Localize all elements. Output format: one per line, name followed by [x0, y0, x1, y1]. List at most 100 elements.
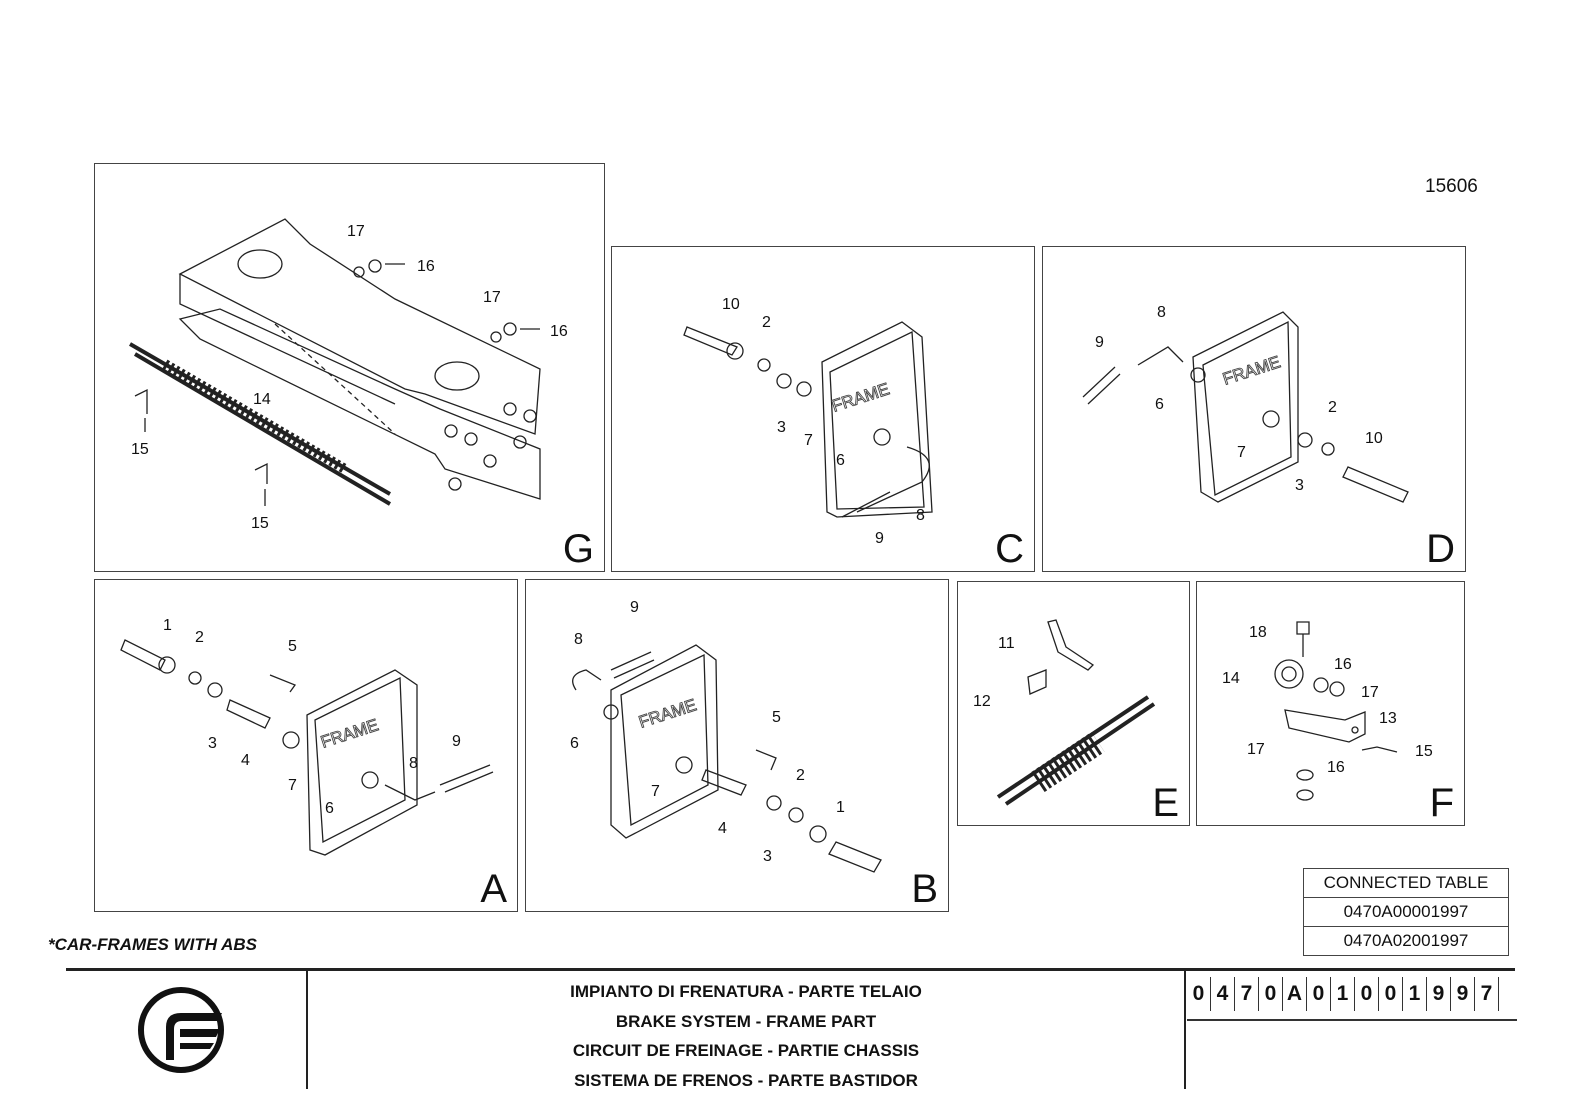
code-char: 9 — [1427, 977, 1451, 1011]
code-char: 0 — [1355, 977, 1379, 1011]
label-15b: 15 — [251, 515, 269, 532]
code-underline — [1187, 1019, 1517, 1021]
label-8: 8 — [409, 755, 418, 772]
label-3: 3 — [208, 735, 217, 752]
label-6: 6 — [570, 735, 579, 752]
code-char: 7 — [1235, 977, 1259, 1011]
label-3: 3 — [763, 848, 772, 865]
label-16b: 16 — [550, 323, 568, 340]
label-2: 2 — [762, 314, 771, 331]
label-16a: 16 — [417, 258, 435, 275]
label-16a: 16 — [1334, 656, 1352, 673]
label-14: 14 — [1222, 670, 1240, 687]
code-char: 9 — [1451, 977, 1475, 1011]
code-char: 4 — [1211, 977, 1235, 1011]
panel-a-letter: A — [480, 867, 507, 911]
frame-stamp-a: FRAME — [318, 715, 380, 751]
panel-e: 11 12 E — [957, 581, 1190, 826]
panel-a: FRAME 1 2 5 3 4 7 6 8 9 A — [94, 579, 518, 912]
panel-b-letter: B — [911, 867, 938, 911]
label-5: 5 — [772, 709, 781, 726]
company-logo — [136, 985, 226, 1080]
frame-stamp-b: FRAME — [636, 695, 698, 731]
code-char: 0 — [1379, 977, 1403, 1011]
frame-stamp-c: FRAME — [829, 379, 891, 415]
label-17b: 17 — [1247, 741, 1265, 758]
label-9: 9 — [452, 733, 461, 750]
title-block: IMPIANTO DI FRENATURA - PARTE TELAIO BRA… — [66, 968, 1517, 1091]
label-4: 4 — [718, 820, 727, 837]
label-8: 8 — [1157, 304, 1166, 321]
code-char: 0 — [1187, 977, 1211, 1011]
label-16b: 16 — [1327, 759, 1345, 776]
table-code: 0 4 7 0 A 0 1 0 0 1 9 9 7 — [1187, 977, 1499, 1011]
label-1: 1 — [163, 617, 172, 634]
panel-c: FRAME 10 2 3 7 6 8 9 C — [611, 246, 1035, 572]
connected-table-row: 0470A00001997 — [1303, 897, 1509, 927]
panel-g-letter: G — [562, 527, 594, 571]
title-lines: IMPIANTO DI FRENATURA - PARTE TELAIO BRA… — [308, 977, 1184, 1095]
panel-c-drawing: FRAME 10 2 3 7 6 8 9 — [683, 296, 933, 547]
panel-b-drawing: FRAME 9 8 6 5 7 2 4 1 3 — [570, 599, 882, 873]
label-7: 7 — [288, 777, 297, 794]
label-7: 7 — [804, 432, 813, 449]
panel-e-letter: E — [1152, 781, 1179, 825]
label-7: 7 — [1237, 444, 1246, 461]
drawing-number: 15606 — [1425, 176, 1478, 197]
title-divider — [306, 971, 308, 1089]
title-italian: IMPIANTO DI FRENATURA - PARTE TELAIO — [570, 982, 922, 1001]
label-7: 7 — [651, 783, 660, 800]
label-6: 6 — [325, 800, 334, 817]
title-english: BRAKE SYSTEM - FRAME PART — [615, 1011, 877, 1031]
connected-table: CONNECTED TABLE 0470A00001997 0470A02001… — [1303, 868, 1509, 956]
label-18: 18 — [1249, 624, 1267, 641]
connected-table-header: CONNECTED TABLE — [1303, 868, 1509, 898]
panel-d-drawing: FRAME 9 8 6 7 2 10 3 — [1082, 304, 1409, 503]
label-8: 8 — [916, 507, 925, 524]
panel-c-letter: C — [995, 527, 1024, 571]
label-5: 5 — [288, 638, 297, 655]
code-char: 0 — [1307, 977, 1331, 1011]
label-9: 9 — [1095, 334, 1104, 351]
label-11: 11 — [998, 635, 1015, 652]
label-3: 3 — [777, 419, 786, 436]
panel-d: FRAME 9 8 6 7 2 10 3 D — [1042, 246, 1466, 572]
label-15a: 15 — [131, 441, 149, 458]
panel-g-drawing: 17 16 17 16 14 15 15 — [129, 218, 568, 532]
label-2: 2 — [1328, 399, 1337, 416]
label-17a: 17 — [347, 223, 365, 240]
label-2: 2 — [195, 629, 204, 646]
frame-stamp-d: FRAME — [1220, 352, 1282, 388]
panel-f-letter: F — [1429, 781, 1454, 825]
code-char: 1 — [1331, 977, 1355, 1011]
title-spanish: SISTEMA DE FRENOS - PARTE BASTIDOR — [574, 1070, 918, 1090]
label-6: 6 — [836, 452, 845, 469]
label-15: 15 — [1415, 743, 1433, 760]
label-8: 8 — [574, 631, 583, 648]
label-1: 1 — [836, 799, 845, 816]
connected-table-row: 0470A02001997 — [1303, 926, 1509, 956]
label-10: 10 — [1365, 430, 1383, 447]
label-2: 2 — [796, 767, 805, 784]
code-char: 1 — [1403, 977, 1427, 1011]
label-13: 13 — [1379, 710, 1397, 727]
label-9: 9 — [875, 530, 884, 547]
label-9: 9 — [630, 599, 639, 616]
label-14: 14 — [253, 391, 271, 408]
panel-d-letter: D — [1426, 527, 1455, 571]
code-char: 0 — [1259, 977, 1283, 1011]
panel-e-drawing: 11 12 — [973, 619, 1156, 806]
panel-g: 17 16 17 16 14 15 15 G — [94, 163, 605, 572]
abs-note: *CAR-FRAMES WITH ABS — [48, 935, 258, 954]
panel-a-drawing: FRAME 1 2 5 3 4 7 6 8 9 — [120, 617, 494, 856]
label-17a: 17 — [1361, 684, 1379, 701]
label-3: 3 — [1295, 477, 1304, 494]
label-17b: 17 — [483, 289, 501, 306]
label-12: 12 — [973, 693, 991, 710]
label-10: 10 — [722, 296, 740, 313]
code-char: 7 — [1475, 977, 1499, 1011]
label-6: 6 — [1155, 396, 1164, 413]
title-french: CIRCUIT DE FREINAGE - PARTIE CHASSIS — [572, 1041, 920, 1060]
panel-f: 18 16 14 17 13 17 15 16 F — [1196, 581, 1465, 826]
code-divider — [1184, 971, 1186, 1089]
